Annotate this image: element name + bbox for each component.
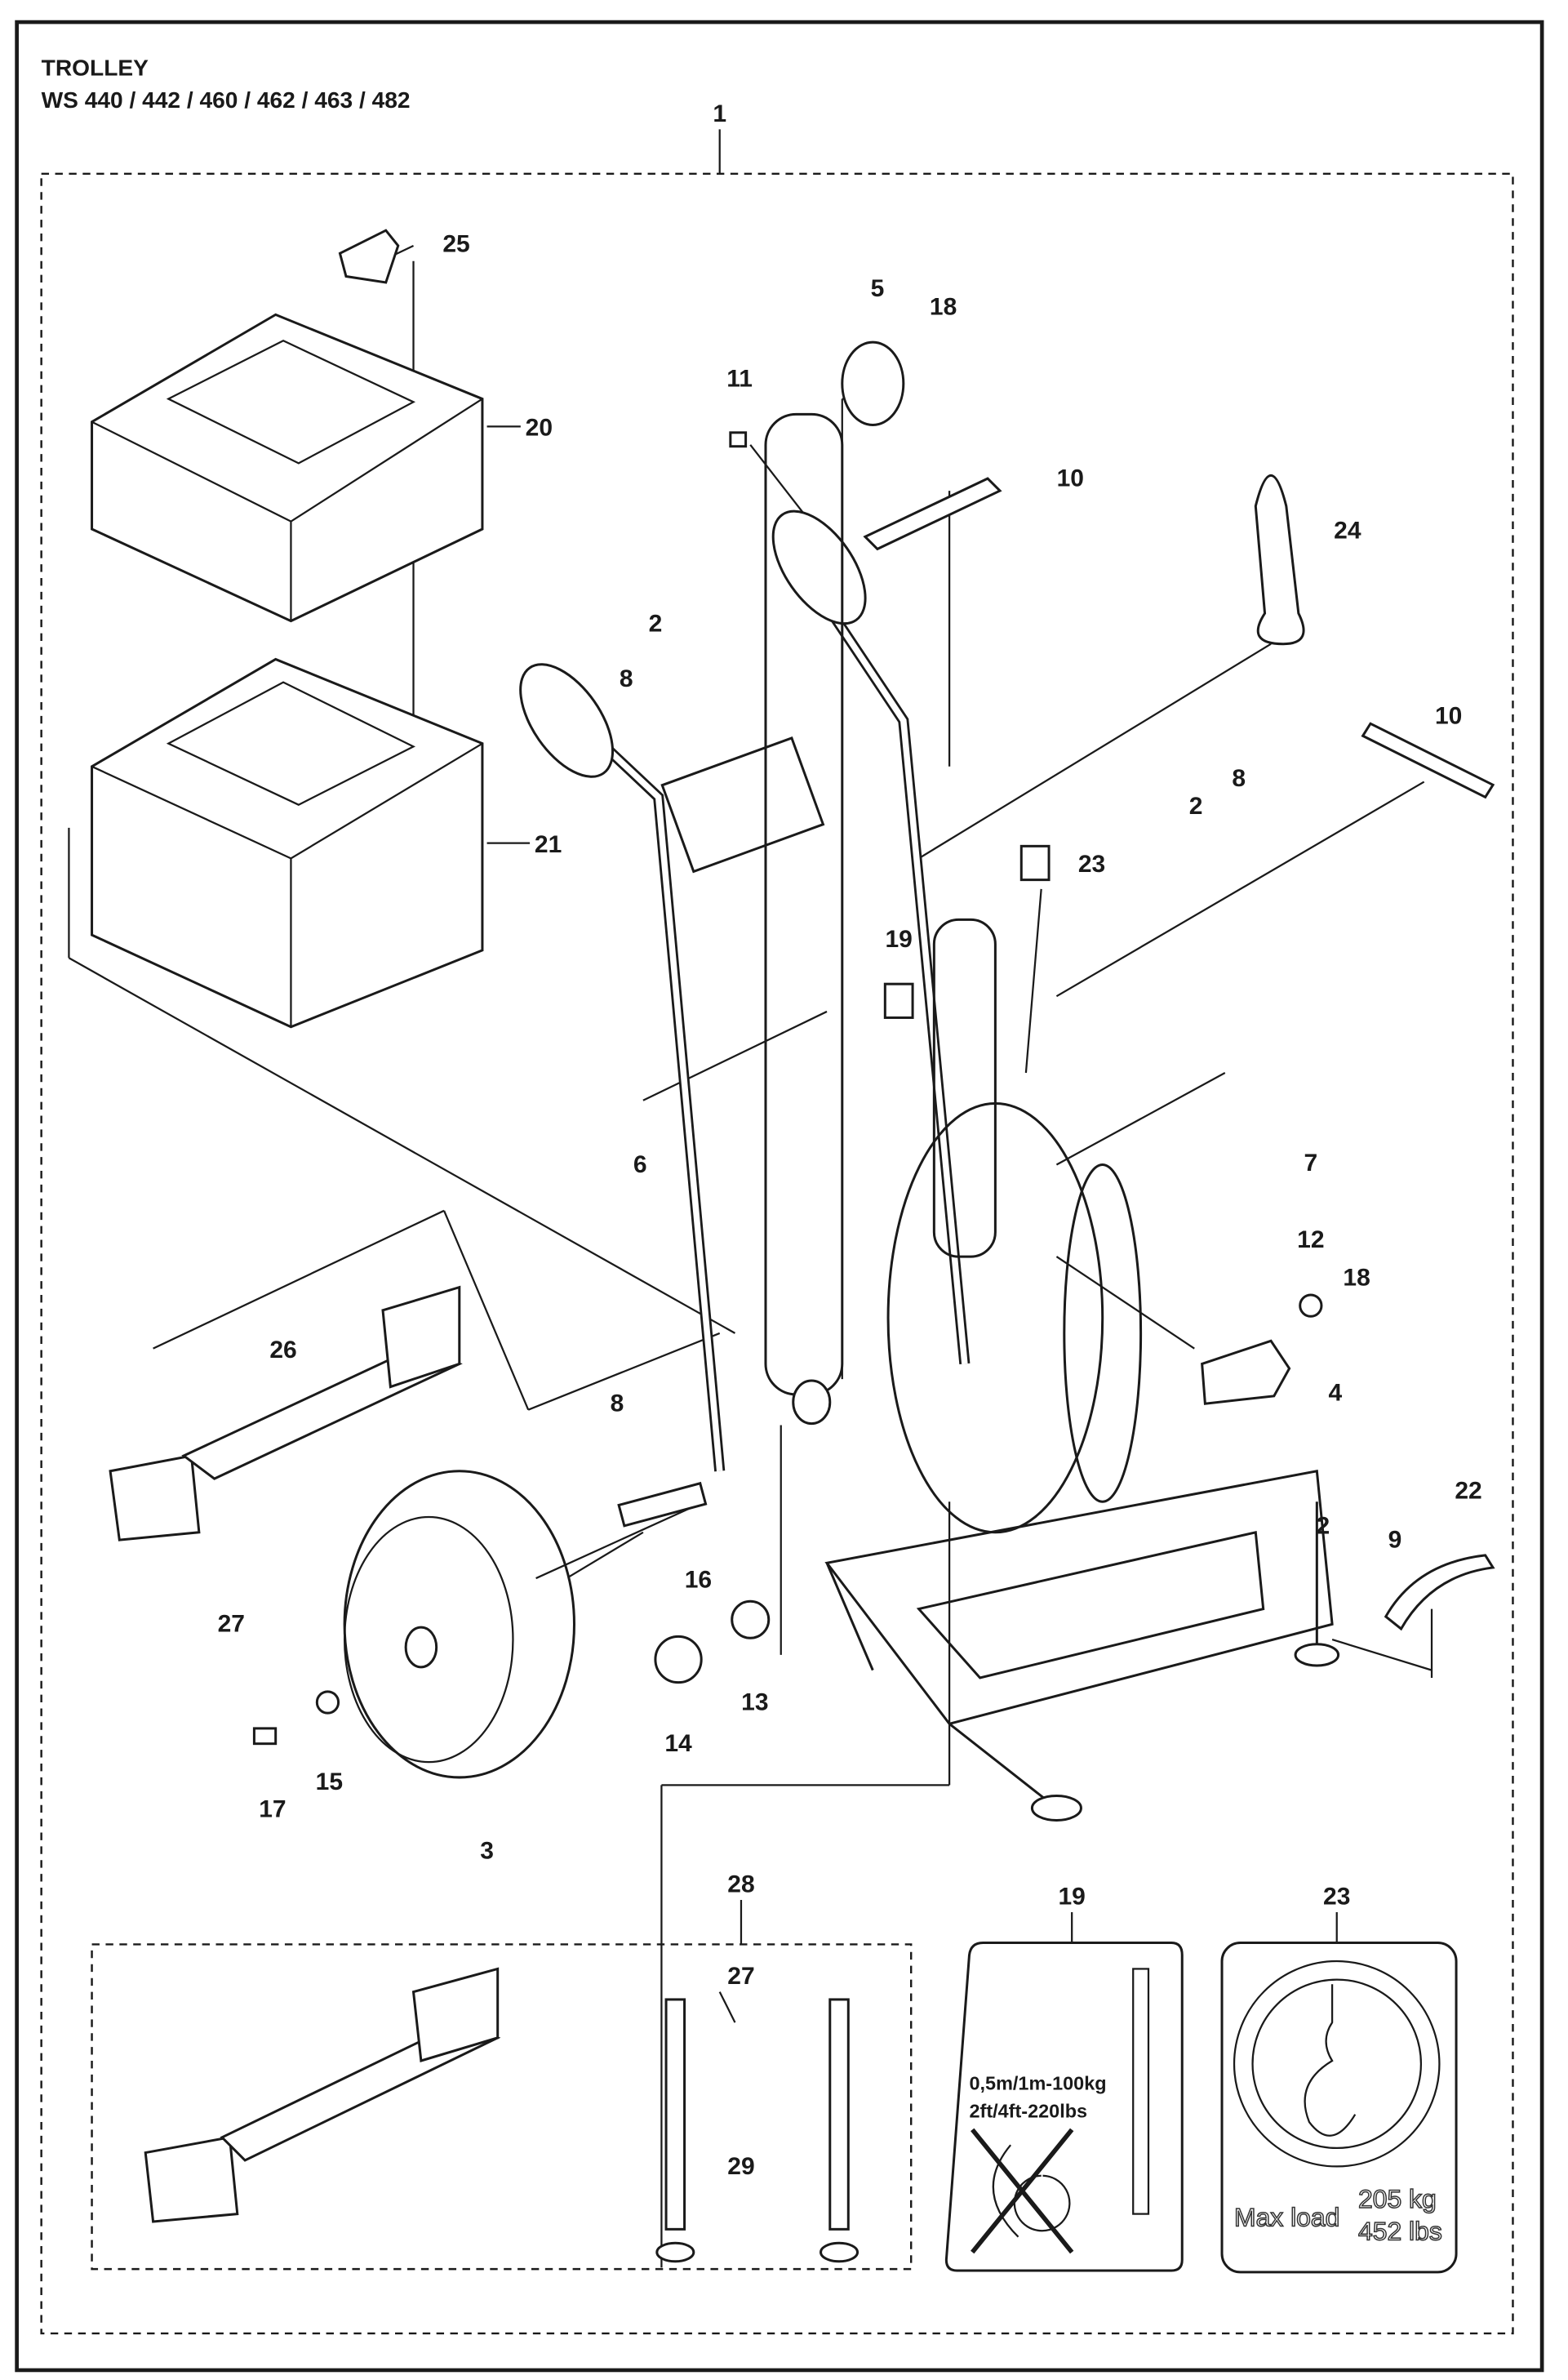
callout-2: 2 <box>1317 1513 1330 1540</box>
callout-2: 2 <box>1189 793 1203 820</box>
callout-24: 24 <box>1334 517 1361 544</box>
label-23-detail: Max load 205 kg 452 lbs <box>1220 1942 1458 2274</box>
guard-kit <box>144 1967 501 2223</box>
trolley-frame <box>519 412 1340 1822</box>
callout-3: 3 <box>480 1837 494 1864</box>
callout-29: 29 <box>727 2153 754 2180</box>
callout-4: 4 <box>1329 1379 1343 1406</box>
cap-14 <box>654 1635 703 1684</box>
callout-10: 10 <box>1435 702 1462 729</box>
assembly-1-boundary <box>40 172 1514 2335</box>
callout-19: 19 <box>886 926 913 953</box>
callout-19: 19 <box>1058 1884 1085 1911</box>
label-23-small <box>1019 844 1051 882</box>
max-load-lbs: 452 lbs <box>1358 2216 1442 2245</box>
hose-22 <box>1384 1554 1495 1631</box>
max-load-text: Max load <box>1234 2203 1339 2232</box>
plate-13 <box>731 1599 771 1639</box>
bolt-17 <box>252 1727 278 1746</box>
callout-1: 1 <box>713 100 726 127</box>
strap-10-right <box>1361 722 1495 799</box>
callout-8: 8 <box>1232 765 1246 792</box>
callout-20: 20 <box>526 415 553 442</box>
callout-14: 14 <box>664 1730 692 1757</box>
callout-13: 13 <box>741 1688 768 1715</box>
diagram-title: TROLLEY <box>42 56 149 81</box>
callout-12: 12 <box>1297 1226 1324 1253</box>
callout-8: 8 <box>611 1390 624 1417</box>
axle <box>617 1481 708 1528</box>
callout-17: 17 <box>259 1796 286 1823</box>
callout-5: 5 <box>871 275 885 302</box>
callout-27: 27 <box>727 1963 754 1990</box>
callout-15: 15 <box>316 1768 343 1795</box>
strap-10-upper <box>863 477 1002 551</box>
leader-lines <box>68 129 1433 2268</box>
handle-24 <box>1254 474 1305 646</box>
label-19-small <box>883 982 914 1019</box>
label-19-metric: 0,5m/1m-100kg <box>969 2073 1106 2094</box>
callout-10: 10 <box>1057 465 1084 492</box>
washer-15 <box>315 1690 340 1715</box>
callout-18: 18 <box>1343 1265 1370 1292</box>
label-19-imperial: 2ft/4ft-220lbs <box>969 2100 1087 2121</box>
callout-27: 27 <box>218 1611 245 1638</box>
callout-2: 2 <box>649 611 663 638</box>
toolbox-21 <box>91 657 484 1029</box>
bracket-4 <box>1201 1339 1291 1405</box>
outer-frame <box>15 20 1544 2373</box>
washer-12 <box>1299 1293 1323 1318</box>
max-load-kg: 205 kg <box>1358 2184 1437 2213</box>
model-list: WS 440 / 442 / 460 / 462 / 463 / 482 <box>42 87 411 113</box>
toolbox-20 <box>91 313 484 623</box>
callout-26: 26 <box>269 1337 296 1363</box>
plug-11 <box>729 431 748 448</box>
callout-25: 25 <box>442 230 469 257</box>
callout-8: 8 <box>620 665 633 692</box>
latch-25 <box>338 229 400 284</box>
callout-16: 16 <box>685 1566 712 1593</box>
label-19-detail: 0,5m/1m-100kg 2ft/4ft-220lbs <box>944 1942 1184 2272</box>
callout-28: 28 <box>727 1871 754 1898</box>
wheel-3 <box>343 1470 705 1779</box>
callout-11: 11 <box>726 366 753 393</box>
cap-5 <box>841 340 905 426</box>
callout-9: 9 <box>1388 1527 1402 1554</box>
kit-28-boundary <box>91 1943 913 2271</box>
callout-7: 7 <box>1304 1150 1317 1177</box>
support-leg-29 <box>655 1998 860 2263</box>
callout-21: 21 <box>535 831 562 858</box>
callout-23: 23 <box>1323 1884 1350 1911</box>
callout-18: 18 <box>930 293 957 320</box>
callout-22: 22 <box>1455 1478 1481 1505</box>
callout-6: 6 <box>633 1151 647 1178</box>
callout-23: 23 <box>1078 851 1105 878</box>
guard-26 <box>109 1285 463 1541</box>
